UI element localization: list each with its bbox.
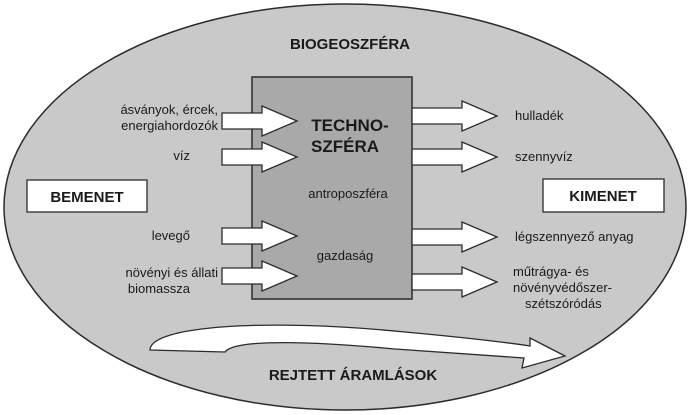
technosphere-title-line1: TECHNO- xyxy=(311,116,388,135)
input-arrow-minerals xyxy=(221,105,299,137)
output-label-air-pollutant: légszennyező anyag xyxy=(515,229,634,244)
output-arrow-air-pollutant xyxy=(411,221,499,253)
input-box-label: BEMENET xyxy=(50,189,123,206)
output-arrow-waste xyxy=(411,100,499,132)
output-label-waste: hulladék xyxy=(515,108,564,123)
output-label-wastewater: szennyvíz xyxy=(515,149,573,164)
biogeosphere-title: BIOGEOSZFÉRA xyxy=(290,36,410,53)
output-arrow-agrochemicals xyxy=(411,266,499,298)
output-label-agro-line3: szétszóródás xyxy=(525,296,602,311)
economy-label: gazdaság xyxy=(317,248,373,263)
output-label-agro-line2: növényvédőszer- xyxy=(513,280,612,295)
input-label-water: víz xyxy=(173,148,190,163)
output-box-label: KIMENET xyxy=(569,188,637,205)
input-arrow-biomass xyxy=(221,260,299,292)
input-arrow-water xyxy=(221,141,299,173)
input-label-biomass-line2: biomassza xyxy=(128,281,191,296)
output-arrow-wastewater xyxy=(411,141,499,173)
input-label-biomass-line1: növényi és állati xyxy=(126,265,219,280)
output-label-agro-line1: műtrágya- és xyxy=(513,264,589,279)
hidden-flows-title: REJTETT ÁRAMLÁSOK xyxy=(269,367,438,384)
output-box xyxy=(542,178,665,213)
input-arrow-air xyxy=(221,220,299,252)
input-label-minerals-line1: ásványok, ércek, xyxy=(120,102,218,117)
input-label-minerals-line2: energiahordozók xyxy=(121,118,218,133)
input-label-air: levegő xyxy=(152,228,190,243)
input-box xyxy=(26,179,148,213)
technosphere-title-line2: SZFÉRA xyxy=(311,137,379,156)
anthroposphere-label: antroposzféra xyxy=(308,186,388,201)
hidden-flows-arrow xyxy=(149,324,567,369)
